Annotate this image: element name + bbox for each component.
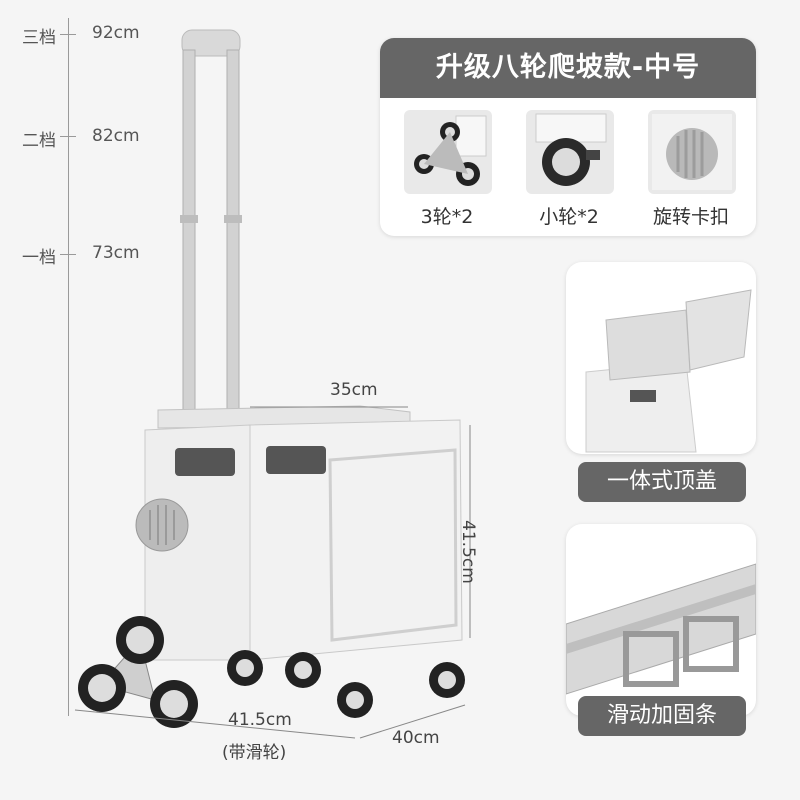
height-tick (60, 34, 76, 35)
shopping-cart-illustration (74, 29, 471, 739)
dimension-depth: 40cm (392, 728, 440, 748)
level-value: 82cm (92, 126, 140, 146)
slide-bar-detail-image (566, 563, 756, 695)
level-name: 三档 (22, 28, 56, 48)
caster-thumb (526, 110, 614, 194)
dimension-height: 41.5cm (458, 520, 478, 584)
level-value: 73cm (92, 243, 140, 263)
lid-detail-card (566, 262, 756, 454)
feature-label: 旋转卡扣 (652, 206, 729, 228)
feature-label: 小轮*2 (539, 206, 599, 228)
dimension-top-width: 35cm (330, 380, 378, 400)
level-name: 二档 (22, 131, 56, 151)
caster-wheel-icon (535, 113, 607, 186)
detail-caption: 一体式顶盖 (578, 462, 746, 502)
tri-wheel-thumb (404, 110, 492, 194)
slide-bar-detail-card (566, 524, 756, 716)
height-scale-line (68, 18, 69, 716)
level-value: 92cm (92, 23, 140, 43)
dimension-length: 41.5cm (228, 710, 292, 730)
height-tick (60, 136, 76, 137)
tri-wheel-icon (414, 115, 487, 186)
detail-caption: 滑动加固条 (578, 696, 746, 736)
height-tick (60, 254, 76, 255)
telescopic-handle (180, 29, 242, 421)
dimension-length-note: (带滑轮) (222, 743, 287, 763)
tri-wheel-assembly (78, 616, 198, 728)
feature-label: 3轮*2 (420, 206, 474, 228)
feature-panel: 升级八轮爬坡款-中号 (380, 38, 756, 236)
product-title: 升级八轮爬坡款-中号 (380, 38, 756, 98)
level-name: 一档 (22, 248, 56, 268)
lid-detail-image (585, 289, 752, 453)
buckle-thumb (648, 110, 736, 194)
rotary-buckle-icon (652, 114, 732, 190)
